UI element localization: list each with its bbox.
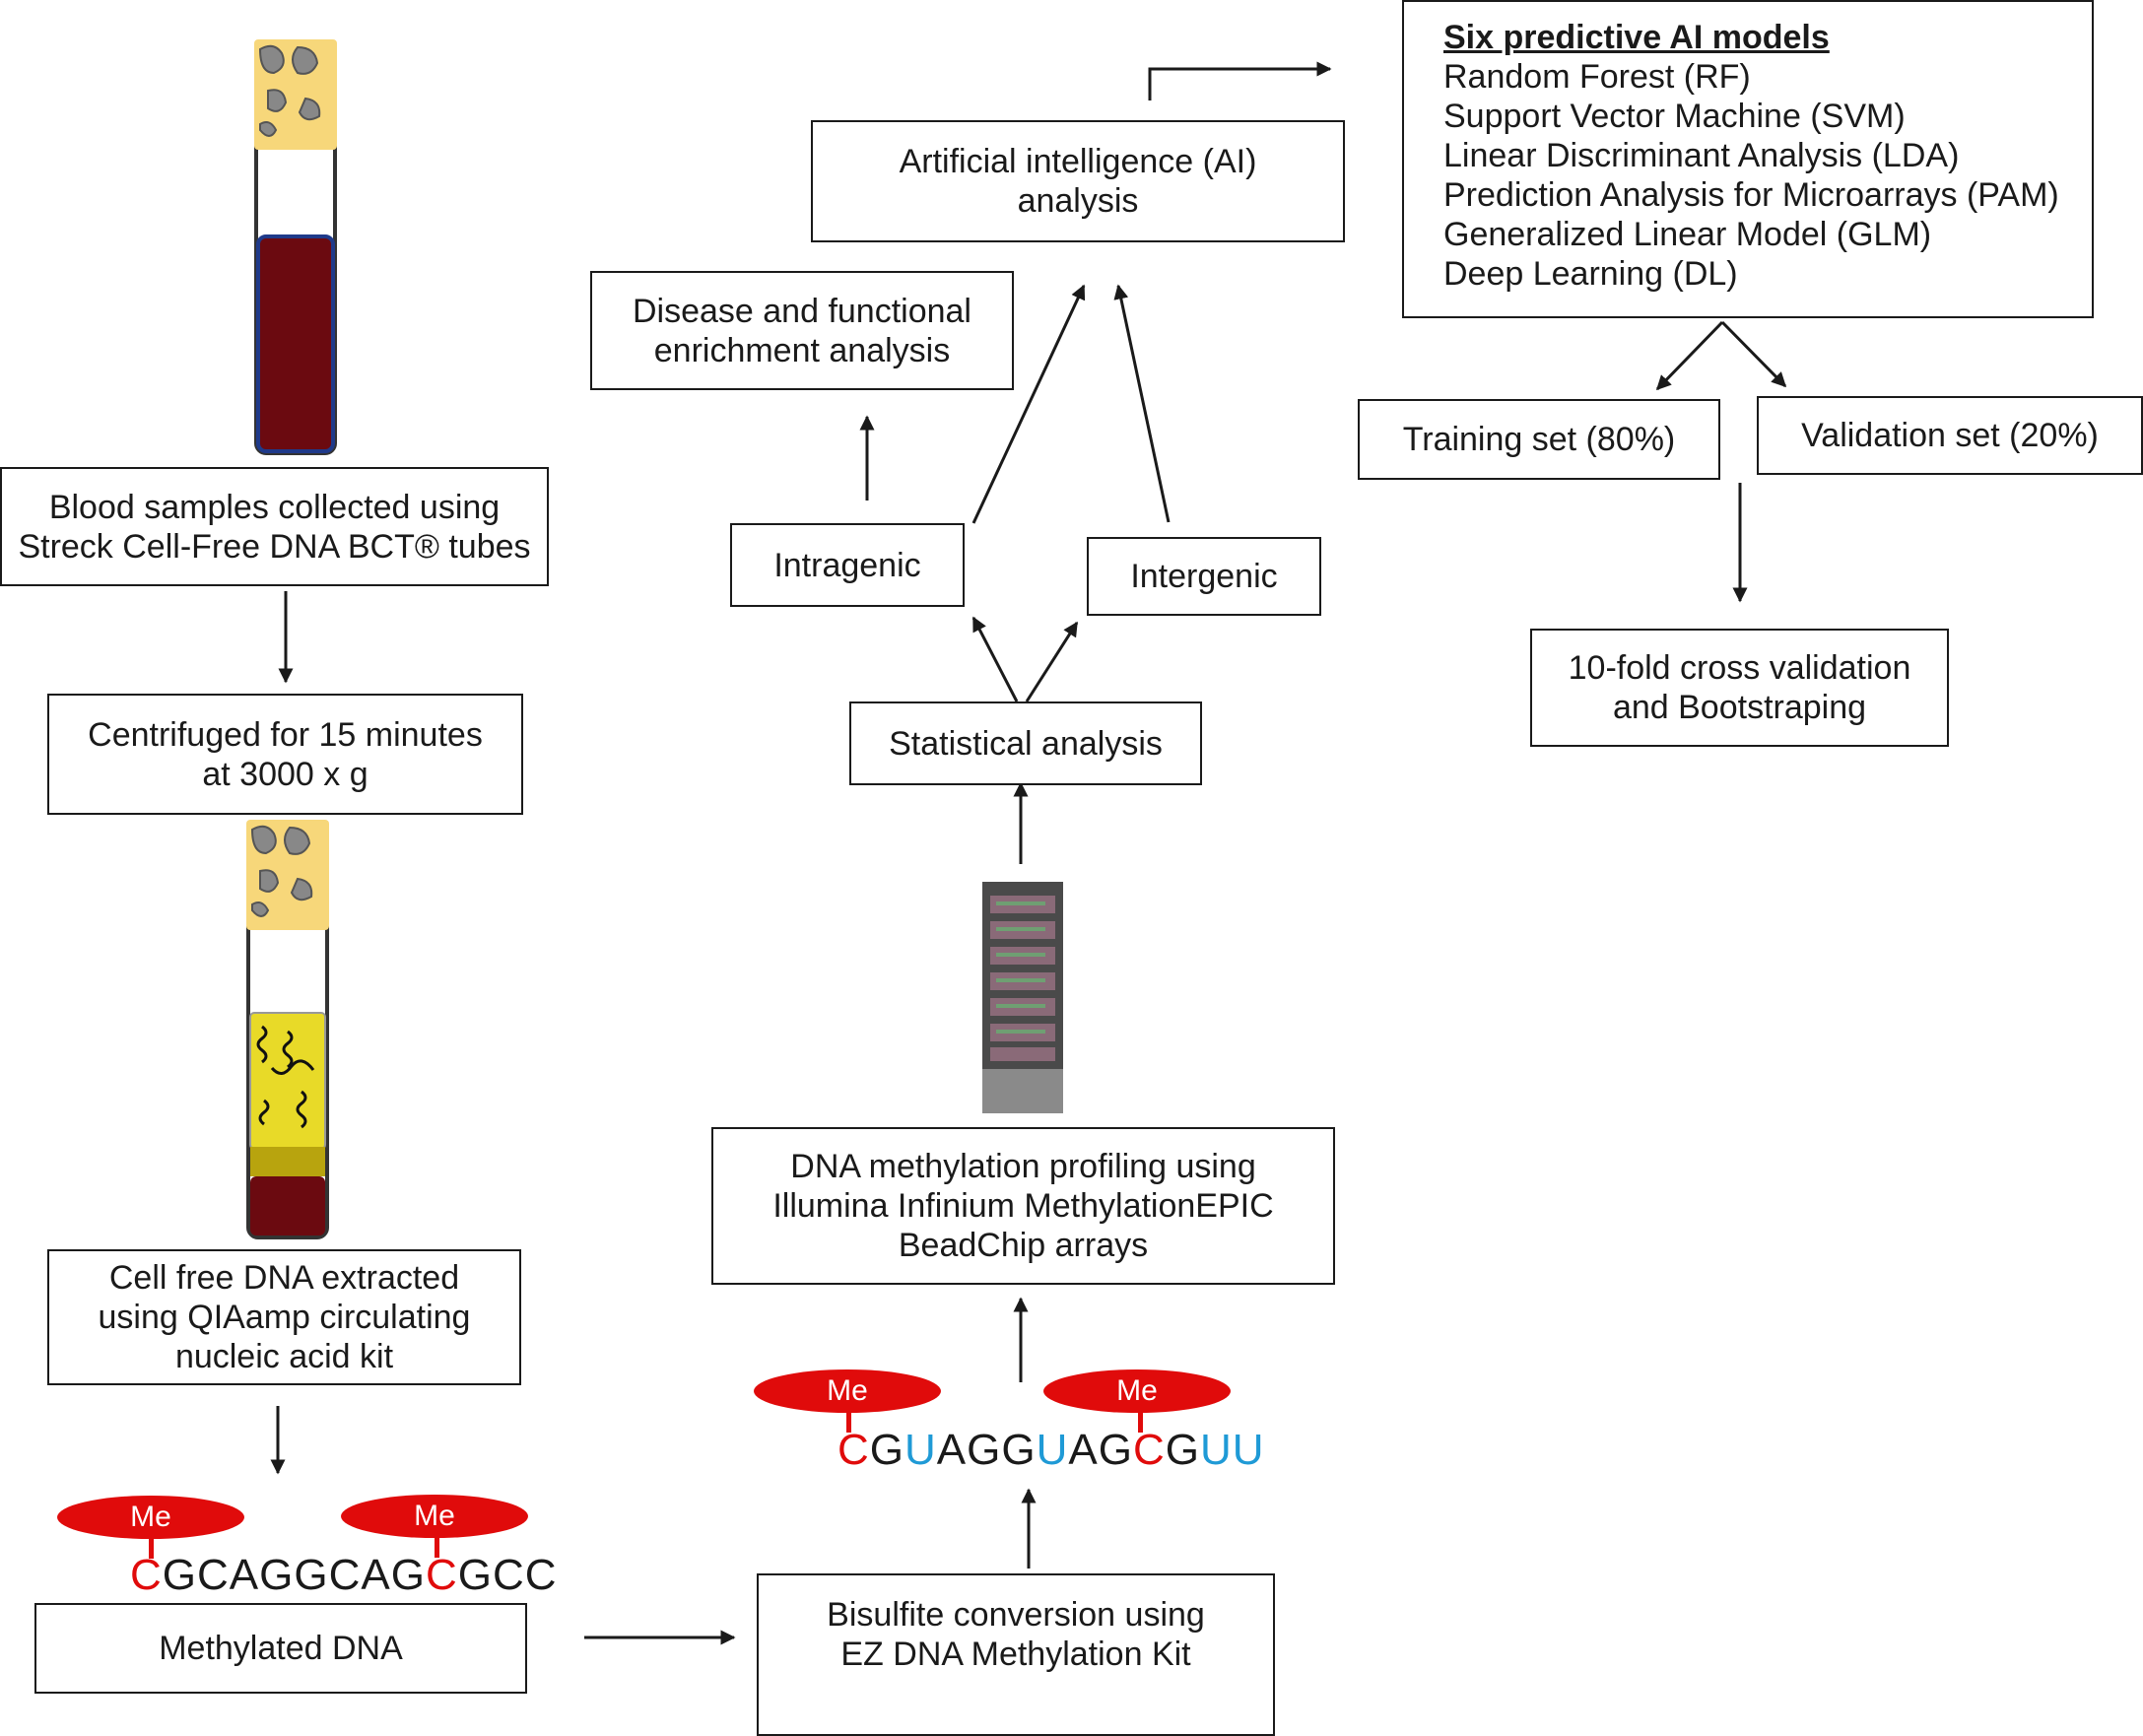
centrifuged-line-2: at 3000 x g <box>202 755 368 793</box>
training-set-label: Training set (80%) <box>1402 421 1676 458</box>
bisulfite-line-1: Bisulfite conversion using <box>827 1596 1205 1634</box>
original-dna-sequence: CGCAGGCAGCGCC <box>130 1551 558 1600</box>
validation-set-label: Validation set (20%) <box>1801 417 2099 454</box>
arrow-models-to-validation <box>1720 320 1787 388</box>
sequence-segment-plain: AGG <box>936 1426 1037 1474</box>
methyl-tag-label: Me <box>414 1500 455 1532</box>
model-item: Deep Learning (DL) <box>1443 255 1738 293</box>
cfdna-extracted-line-3: nucleic acid kit <box>174 1338 394 1375</box>
arrow-models-to-training <box>1655 320 1724 391</box>
methyl-tag-3: Me <box>754 1369 941 1413</box>
beadchip-scanner-icon <box>982 882 1063 1113</box>
sequence-segment-methyl: C <box>1132 1426 1166 1474</box>
methyl-tag-4: Me <box>1043 1369 1231 1413</box>
arrow-statistical-to-intergenic <box>1025 621 1079 702</box>
arrow-intergenic-to-ai <box>1113 284 1171 523</box>
intragenic-label: Intragenic <box>773 546 921 584</box>
profiling-line-2: Illumina Infinium MethylationEPIC <box>772 1187 1274 1225</box>
ai-analysis-box: Artificial intelligence (AI) analysis <box>811 120 1345 242</box>
arrow-intragenic-to-ai <box>971 284 1086 524</box>
crossval-line-2: and Bootstraping <box>1612 689 1867 726</box>
methyl-tag-1: Me <box>57 1496 244 1539</box>
bisulfite-line-2: EZ DNA Methylation Kit <box>840 1636 1191 1673</box>
model-item: Generalized Linear Model (GLM) <box>1443 216 1932 253</box>
intragenic-box: Intragenic <box>730 523 965 607</box>
ai-models-box: Six predictive AI models Random Forest (… <box>1402 0 2094 318</box>
methyl-stick-4 <box>1138 1411 1143 1433</box>
sequence-segment-uracil: U <box>904 1426 937 1474</box>
sequence-segment-plain: AG <box>1068 1426 1133 1474</box>
ai-analysis-line-2: analysis <box>1017 182 1139 220</box>
sequence-segment-methyl: C <box>425 1551 458 1599</box>
methyl-stick-1 <box>149 1537 154 1559</box>
profiling-line-1: DNA methylation profiling using <box>790 1148 1256 1185</box>
sequence-segment-methyl: C <box>130 1551 163 1599</box>
cfdna-extracted-line-2: using QIAamp circulating <box>98 1299 471 1336</box>
plasma-tube-icon <box>246 820 329 1239</box>
intergenic-box: Intergenic <box>1087 537 1321 616</box>
methylation-profiling-box: DNA methylation profiling using Illumina… <box>711 1127 1335 1285</box>
sequence-segment-methyl: C <box>837 1426 870 1474</box>
converted-dna-sequence: CGUAGGUAGCGUU <box>837 1426 1265 1475</box>
validation-set-box: Validation set (20%) <box>1757 396 2143 475</box>
enrichment-line-1: Disease and functional <box>632 292 971 330</box>
model-item: Support Vector Machine (SVM) <box>1443 98 1906 135</box>
methyl-tag-2: Me <box>341 1495 528 1538</box>
arrow-statistical-to-intragenic <box>971 616 1019 702</box>
methyl-tag-label: Me <box>1116 1374 1158 1407</box>
methylated-dna-label: Methylated DNA <box>159 1630 403 1667</box>
statistical-analysis-box: Statistical analysis <box>849 701 1202 785</box>
enrichment-line-2: enrichment analysis <box>653 331 951 369</box>
cfdna-extracted-line-1: Cell free DNA extracted <box>108 1259 460 1297</box>
bisulfite-conversion-box: Bisulfite conversion using EZ DNA Methyl… <box>757 1573 1275 1736</box>
sequence-segment-plain: G <box>1165 1426 1200 1474</box>
profiling-line-3: BeadChip arrays <box>898 1227 1149 1264</box>
model-item: Prediction Analysis for Microarrays (PAM… <box>1443 176 2059 214</box>
methyl-tag-label: Me <box>827 1374 868 1407</box>
blood-samples-box: Blood samples collected using Streck Cel… <box>0 467 549 586</box>
crossval-line-1: 10-fold cross validation <box>1568 649 1911 687</box>
model-item: Linear Discriminant Analysis (LDA) <box>1443 137 1960 174</box>
sequence-segment-plain: GCAGGCAG <box>162 1551 426 1599</box>
sequence-segment-uracil: UU <box>1199 1426 1265 1474</box>
statistical-analysis-label: Statistical analysis <box>889 724 1163 763</box>
arrow-ai-to-models <box>1148 61 1332 100</box>
sequence-segment-uracil: U <box>1036 1426 1069 1474</box>
methyl-stick-2 <box>435 1536 439 1558</box>
ai-analysis-line-1: Artificial intelligence (AI) <box>899 143 1257 180</box>
intergenic-label: Intergenic <box>1130 558 1278 595</box>
centrifuged-box: Centrifuged for 15 minutes at 3000 x g <box>47 694 523 815</box>
ai-models-title: Six predictive AI models <box>1443 19 1830 56</box>
training-set-box: Training set (80%) <box>1358 399 1720 480</box>
cfdna-extracted-box: Cell free DNA extracted using QIAamp cir… <box>47 1249 521 1385</box>
blood-samples-line-2: Streck Cell-Free DNA BCT® tubes <box>18 527 531 566</box>
sequence-segment-plain: G <box>869 1426 905 1474</box>
model-item: Random Forest (RF) <box>1443 58 1751 96</box>
blood-samples-line-1: Blood samples collected using <box>48 488 501 526</box>
methylated-dna-box: Methylated DNA <box>34 1603 527 1694</box>
enrichment-analysis-box: Disease and functional enrichment analys… <box>590 271 1014 390</box>
cross-validation-box: 10-fold cross validation and Bootstrapin… <box>1530 629 1949 747</box>
methyl-stick-3 <box>846 1411 851 1433</box>
methyl-tag-label: Me <box>130 1501 171 1533</box>
sequence-segment-plain: GCC <box>457 1551 558 1599</box>
centrifuged-line-1: Centrifuged for 15 minutes <box>88 715 483 754</box>
blood-tube-icon <box>254 39 337 455</box>
